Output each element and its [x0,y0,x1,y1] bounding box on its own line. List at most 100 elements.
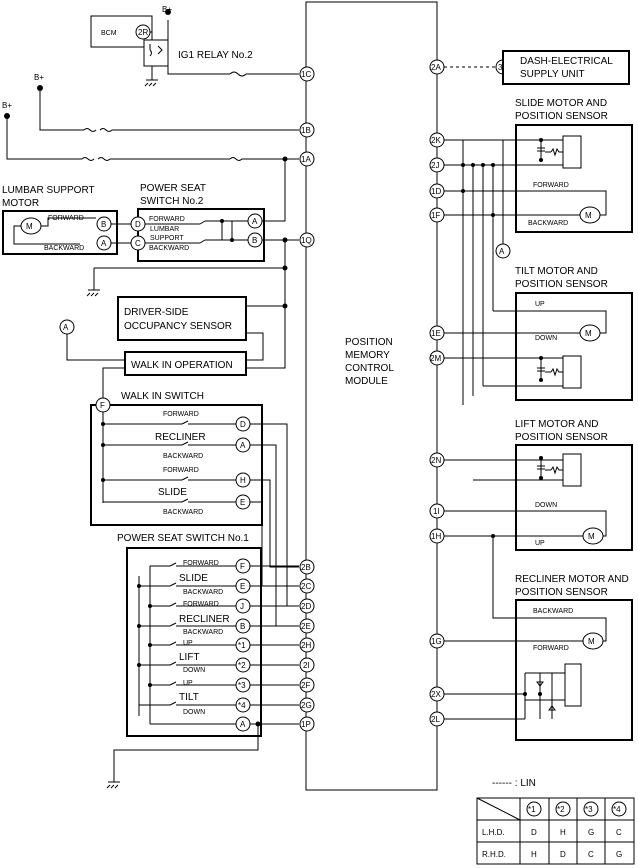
svg-text:FORWARD: FORWARD [163,467,199,474]
svg-text:B: B [101,220,106,229]
svg-text:D: D [560,850,566,859]
svg-text:2C: 2C [301,582,311,591]
pmcm-label-4: MODULE [345,376,388,387]
svg-text:*3: *3 [585,805,593,814]
occupancy-label-1: DRIVER-SIDE [124,307,189,318]
svg-text:D: D [240,420,246,429]
walkin-switch-label: WALK IN SWITCH [121,391,204,402]
pmcm-label-2: MEMORY [345,350,390,361]
svg-text:2B: 2B [301,563,311,572]
relay-box [143,39,169,67]
svg-text:*2: *2 [238,661,246,670]
svg-text:2A: 2A [431,63,441,72]
svg-text:FORWARD: FORWARD [183,560,219,567]
seat-switch2-label-2: SWITCH No.2 [140,196,204,207]
walkin-op-box [124,351,247,376]
svg-text:2H: 2H [301,641,311,650]
recliner-motor-label-2: POSITION SENSOR [515,587,608,598]
bplus-2: B+ [34,73,44,82]
svg-text:*2: *2 [557,805,565,814]
svg-text:BACKWARD: BACKWARD [183,589,223,596]
occupancy-box [117,296,247,341]
svg-text:M: M [585,211,592,220]
svg-text:1G: 1G [431,637,442,646]
svg-text:SLIDE: SLIDE [158,487,187,498]
slide-motor-label-1: SLIDE MOTOR AND [515,98,607,109]
svg-text:R.H.D.: R.H.D. [482,850,506,859]
bplus-3: B+ [2,101,12,110]
svg-text:D: D [135,220,141,229]
svg-text:FORWARD: FORWARD [149,216,185,223]
svg-text:FORWARD: FORWARD [533,182,569,189]
svg-text:2G: 2G [301,701,312,710]
svg-text:*4: *4 [613,805,621,814]
svg-text:J: J [240,602,244,611]
svg-text:1F: 1F [431,211,440,220]
svg-text:A: A [240,441,246,450]
walkin-switch-box [90,404,263,526]
svg-text:A: A [499,247,505,256]
svg-text:FORWARD: FORWARD [183,601,219,608]
seat-switch1-pins: F E J B *1 *2 *3 *4 A [235,558,251,732]
svg-text:1C: 1C [301,70,311,79]
svg-text:M: M [588,532,595,541]
svg-text:1P: 1P [301,720,311,729]
svg-text:C: C [616,828,622,837]
svg-text:FORWARD: FORWARD [533,645,569,652]
bcm-label: BCM [101,30,117,37]
svg-text:2E: 2E [301,622,311,631]
svg-text:2F: 2F [301,681,310,690]
svg-text:1E: 1E [431,329,441,338]
svg-text:2I: 2I [303,661,310,670]
svg-text:DOWN: DOWN [183,667,205,674]
svg-text:RECLINER: RECLINER [155,432,206,443]
svg-text:SLIDE: SLIDE [179,573,208,584]
svg-text:2M: 2M [430,354,441,363]
lhd-rhd-table: *1 *2 *3 *4 L.H.D. D H G C R.H.D. H D C … [476,797,635,865]
svg-text:LIFT: LIFT [179,652,200,663]
svg-text:DOWN: DOWN [183,709,205,716]
pmcm-left-pins: 1C 1B 1A 1Q 2B 2C 2D 2E 2H 2I 2F 2G 1P [299,66,315,732]
svg-text:*4: *4 [238,701,246,710]
svg-text:A: A [63,323,69,332]
dash-unit-box [502,50,630,85]
svg-text:DOWN: DOWN [535,502,557,509]
svg-text:G: G [588,828,594,837]
pmcm-label-3: CONTROL [345,363,394,374]
occupancy-label-2: OCCUPANCY SENSOR [124,321,232,332]
svg-text:2L: 2L [431,715,440,724]
svg-text:G: G [616,850,622,859]
svg-text:2K: 2K [431,136,441,145]
svg-text:F: F [240,562,245,571]
svg-text:DOWN: DOWN [535,335,557,342]
seat-switch2-box [137,208,265,262]
pmcm-right-pins: 2A 2K 2J 1D 1F 1E 2M 2N 1I 1H 1G 2X 2L [429,59,445,727]
seat-switch2-label-1: POWER SEAT [140,183,206,194]
svg-text:1Q: 1Q [301,236,312,245]
svg-text:L.H.D.: L.H.D. [482,828,505,837]
svg-text:1B: 1B [301,126,311,135]
svg-text:FORWARD: FORWARD [163,411,199,418]
svg-text:UP: UP [183,640,193,647]
recliner-motor-label-1: RECLINER MOTOR AND [515,574,629,585]
svg-text:M: M [26,222,33,231]
svg-text:1H: 1H [431,532,441,541]
bcm-pin-label: 2R [138,28,148,37]
tilt-motor-label-1: TILT MOTOR AND [515,266,598,277]
slide-motor-label-2: POSITION SENSOR [515,111,608,122]
svg-text:D: D [531,828,537,837]
pmcm-label-1: POSITION [345,337,393,348]
lin-legend: ------ : LIN [492,778,536,789]
svg-text:UP: UP [183,680,193,687]
dash-unit-label-1: DASH-ELECTRICAL [520,56,613,67]
svg-text:E: E [240,582,245,591]
svg-text:2X: 2X [431,690,441,699]
lumbar-motor-label-1: LUMBAR SUPPORT [2,185,95,196]
svg-text:B: B [252,236,257,245]
svg-text:1I: 1I [433,507,440,516]
svg-text:A: A [101,239,107,248]
svg-text:BACKWARD: BACKWARD [528,220,568,227]
relay-label: IG1 RELAY No.2 [178,50,253,61]
svg-text:BACKWARD: BACKWARD [533,608,573,615]
